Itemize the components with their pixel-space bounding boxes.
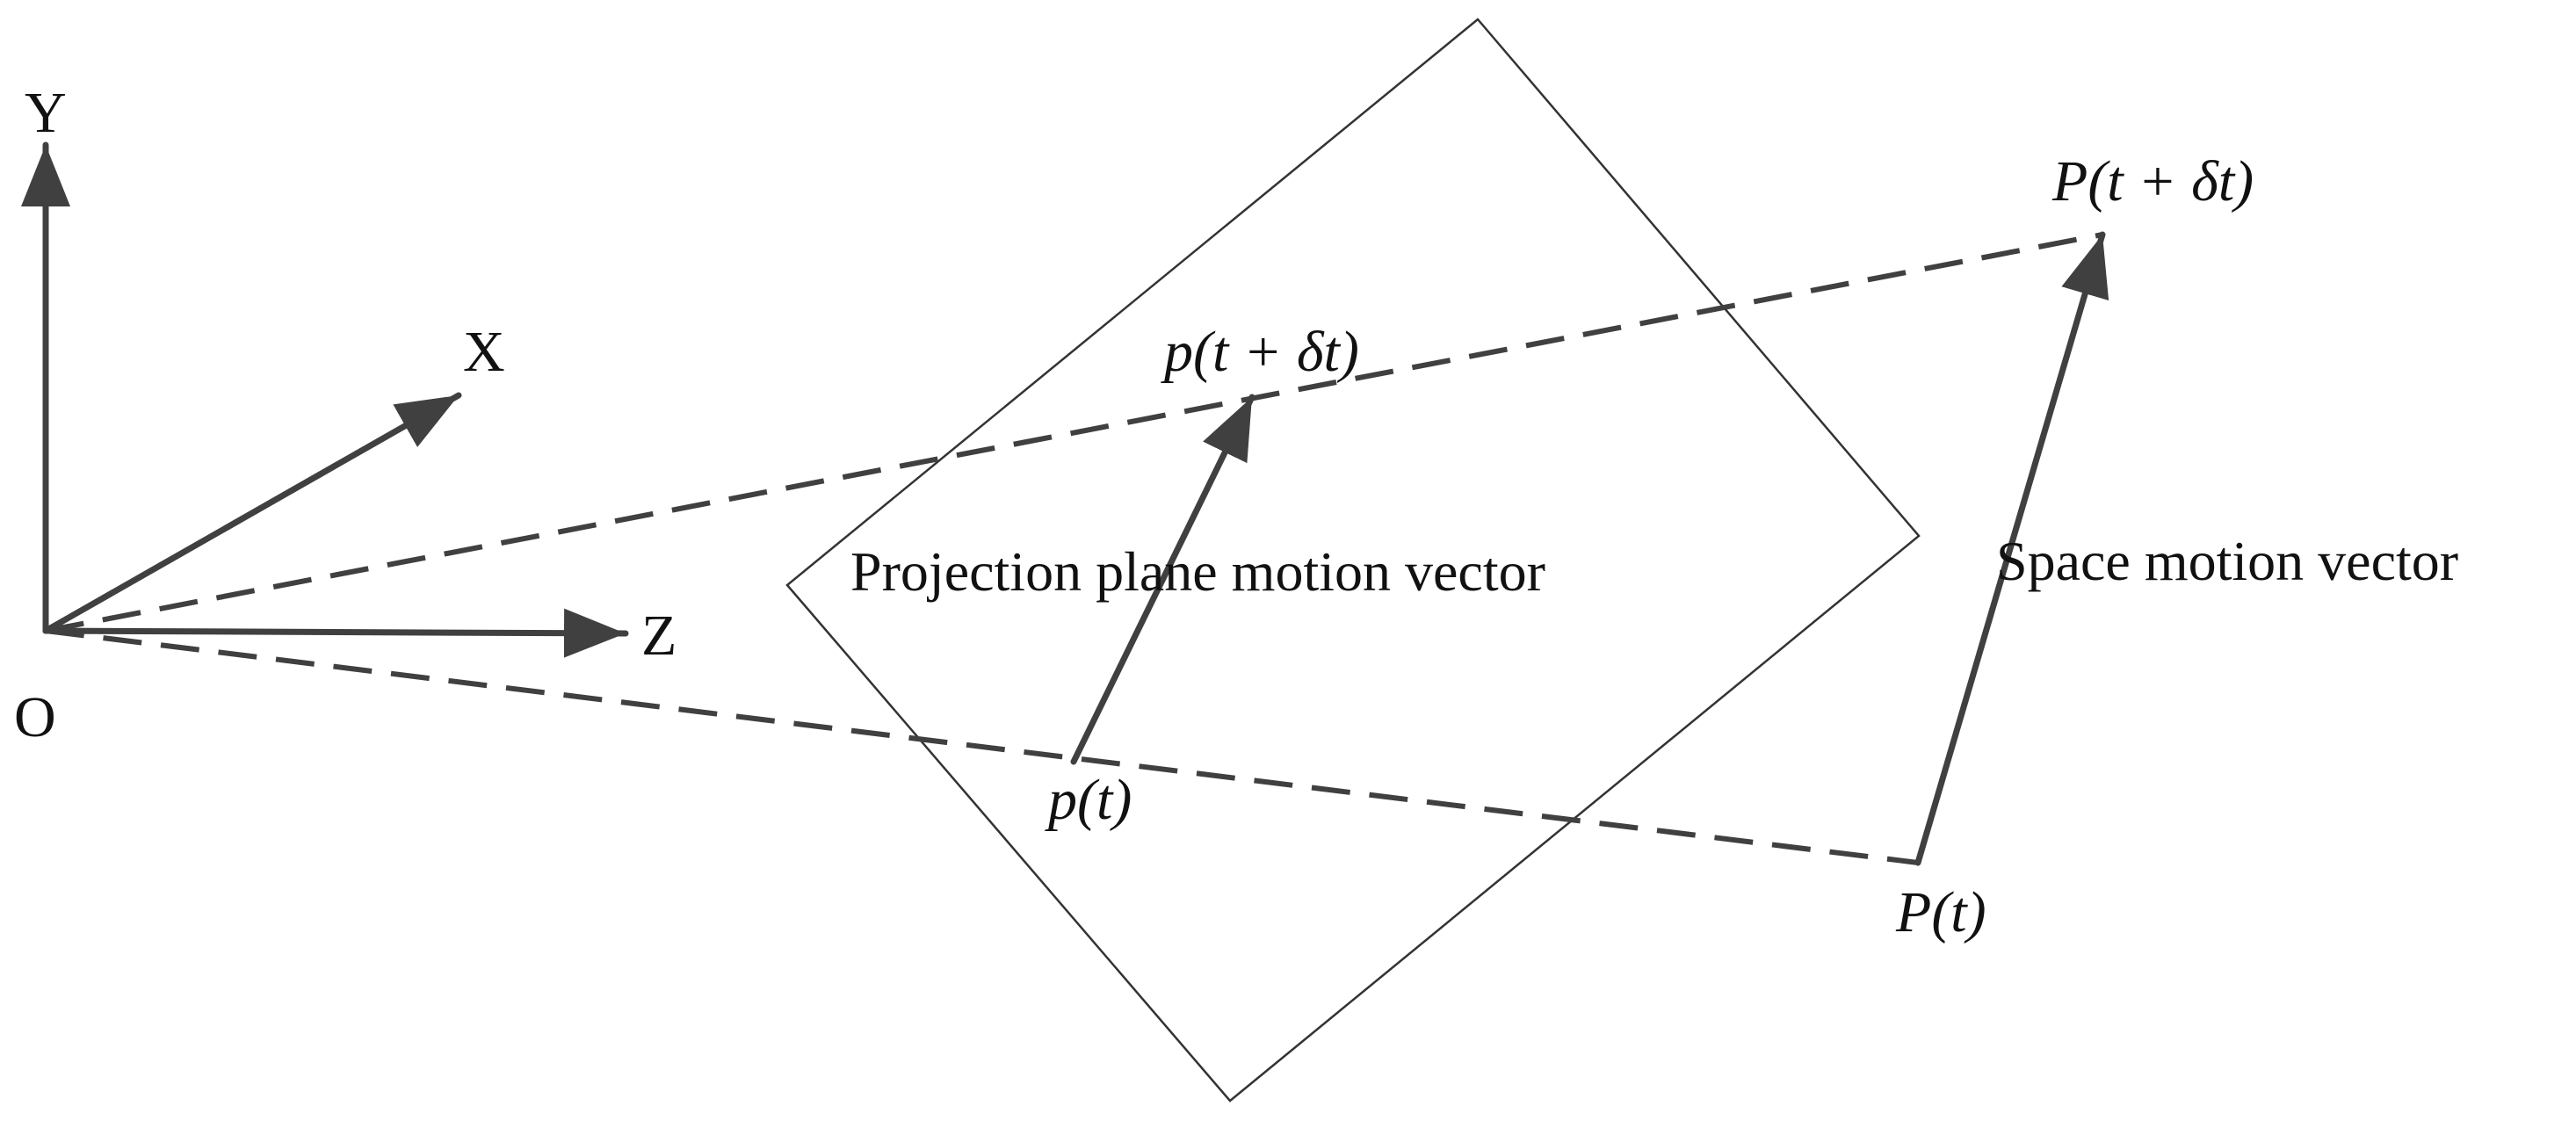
space-start-label: P(t): [1895, 880, 1986, 944]
projection-start-label: p(t): [1045, 768, 1132, 832]
z-axis-label: Z: [641, 604, 677, 668]
ray-to-space-end: [45, 232, 2103, 633]
x-axis-label: X: [463, 320, 505, 384]
projection-end-label: p(t + δt): [1161, 320, 1359, 384]
space-end-label: P(t + δt): [2051, 149, 2254, 213]
z-axis: [42, 608, 629, 658]
origin-label: O: [14, 685, 56, 749]
projection-motion-vector: [1070, 394, 1255, 765]
projection-vector-caption: Projection plane motion vector: [850, 540, 1545, 603]
y-axis-label: Y: [25, 81, 67, 145]
projection-plane: [785, 18, 1921, 1103]
space-motion-vector: [1914, 231, 2109, 866]
ray-to-space-start: [45, 628, 1919, 865]
space-vector-caption: Space motion vector: [1996, 530, 2458, 592]
x-axis: [42, 392, 462, 634]
